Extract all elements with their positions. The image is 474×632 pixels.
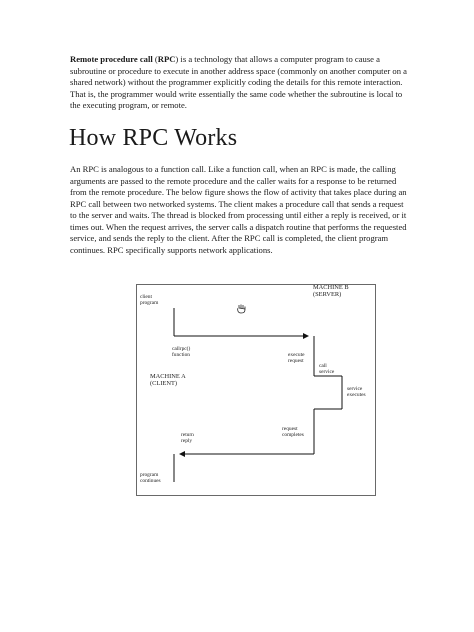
intro-text: ) is a technology that allows a computer… [70, 54, 407, 111]
hand-cursor-icon [237, 304, 246, 314]
call-service-label-1: call [319, 363, 327, 369]
request-completes-label-1: request [282, 426, 298, 432]
client-program-label-2: program [140, 300, 159, 306]
intro-term: Remote procedure call [70, 54, 153, 64]
machine-b-label-1: MACHINE B [313, 284, 349, 291]
return-reply-label-1: return [181, 432, 194, 438]
intro-abbr: RPC [157, 54, 176, 64]
service-executes-label-1: service [347, 386, 363, 392]
callrpc-label-1: callrpc() [172, 345, 190, 352]
rpc-flow-diagram: client program MACHINE B (SERVER) callrp… [136, 284, 376, 496]
section-heading: How RPC Works [69, 125, 238, 151]
intro-open-paren: ( [152, 54, 158, 64]
execute-request-label-1: execute [288, 352, 305, 358]
machine-a-label-2: (CLIENT) [150, 380, 177, 387]
request-completes-label-2: completes [282, 432, 304, 438]
intro-paragraph: Remote procedure call (RPC) is a technol… [70, 54, 410, 112]
client-program-label-1: client [140, 294, 152, 300]
call-service-label-2: service [319, 369, 335, 375]
program-continues-label-2: continues [140, 478, 161, 484]
return-reply-label-2: reply [181, 438, 192, 444]
callrpc-label-2: function [172, 351, 190, 358]
rpc-flow-svg: client program MACHINE B (SERVER) callrp… [136, 284, 376, 496]
diagram-frame [136, 284, 376, 496]
service-executes-label-2: executes [347, 392, 366, 398]
program-continues-label-1: program [140, 472, 159, 478]
execute-request-label-2: request [288, 358, 304, 364]
machine-b-label-2: (SERVER) [313, 291, 341, 298]
machine-a-label-1: MACHINE A [150, 373, 186, 380]
body-paragraph: An RPC is analogous to a function call. … [70, 164, 407, 255]
